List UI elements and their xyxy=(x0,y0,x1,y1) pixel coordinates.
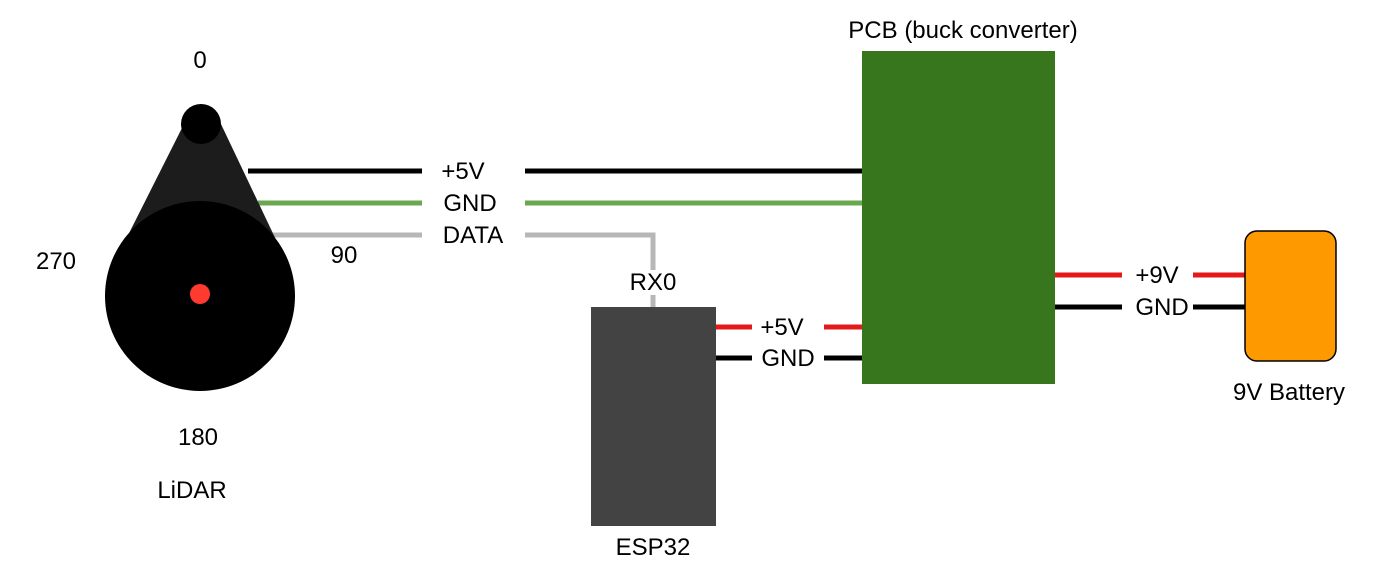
esp32-pin-label: RX0 xyxy=(630,269,677,296)
wire-label-esp-power: +5V xyxy=(760,314,803,341)
lidar-data-wire xyxy=(270,232,656,309)
lidar-angle-bottom: 180 xyxy=(178,424,218,451)
esp32-board xyxy=(591,307,716,526)
wire-label-lidar-ground: GND xyxy=(443,190,496,217)
lidar-center-dot xyxy=(190,284,210,304)
battery-label: 9V Battery xyxy=(1233,379,1345,406)
wire-label-esp-ground: GND xyxy=(761,345,814,372)
esp32-label: ESP32 xyxy=(616,534,691,561)
wire-label-lidar-data: DATA xyxy=(443,222,503,249)
wire-label-battery-ground: GND xyxy=(1135,294,1188,321)
lidar-angle-left: 270 xyxy=(36,248,76,275)
lidar-angle-top: 0 xyxy=(193,47,206,74)
pcb-label: PCB (buck converter) xyxy=(848,17,1077,44)
wire-label-lidar-power: +5V xyxy=(441,158,484,185)
pcb-board xyxy=(862,51,1055,384)
lidar-label: LiDAR xyxy=(157,477,226,504)
wire-label-battery-power: +9V xyxy=(1135,262,1178,289)
lidar-angle-right: 90 xyxy=(331,242,358,269)
battery xyxy=(1244,230,1337,362)
lidar-sensor xyxy=(105,104,295,391)
